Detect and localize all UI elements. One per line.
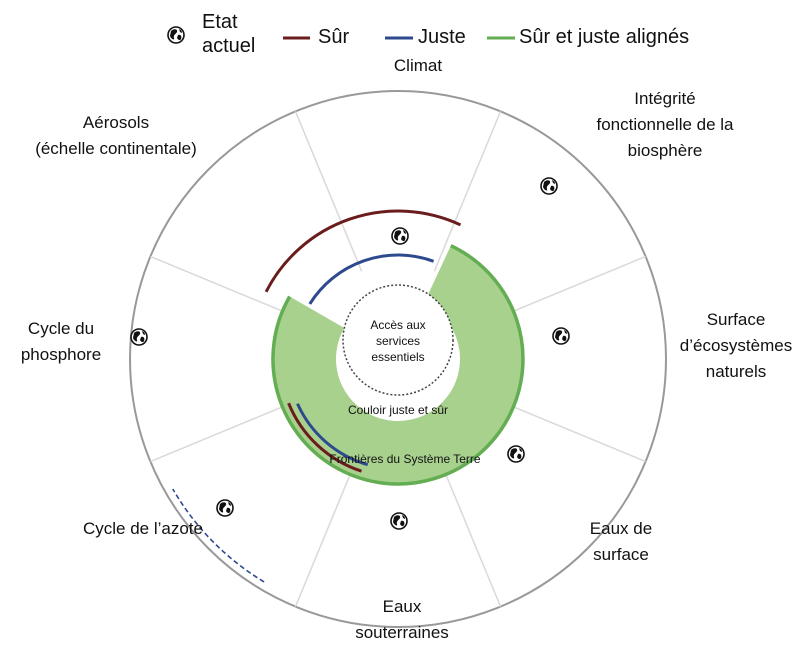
safe-boundary-arc-top (264, 209, 462, 293)
legend-current-state-label: Etat actuel (202, 11, 256, 57)
outer-circle (129, 90, 667, 628)
domain-label-eaux-surface: Eaux de surface (589, 519, 653, 564)
legend-aligned-label: Sûr et juste alignés (519, 26, 690, 48)
domain-divider-line (294, 111, 363, 272)
domain-label-eaux-souterraines: Eaux souterraines (355, 597, 449, 642)
domain-label-biosphere: Intégrité fonctionnelle de la biosphère (596, 89, 734, 160)
aligned-safe-just-area (272, 245, 523, 484)
legend-current-state-icon (167, 26, 185, 44)
domain-label-ecosystemes: Surface d’écosystèmes naturels (679, 310, 793, 381)
domain-label-aerosols: Aérosols (échelle continentale) (35, 113, 197, 158)
just-boundary-arc-top (308, 253, 435, 305)
corridor-label: Couloir juste et sûr (347, 403, 449, 417)
domain-label-phosphore: Cycle du phosphore (20, 319, 102, 364)
current-state-ecosystemes-icon (552, 327, 570, 345)
domain-divider-line (433, 111, 502, 272)
current-state-biosphere-icon (540, 177, 558, 195)
aligned-boundary-line (271, 244, 525, 486)
just-boundary-dashed-nitrogen (172, 488, 265, 583)
domain-label-climat: Climat (393, 56, 443, 75)
current-state-phosphore-icon (130, 328, 148, 346)
legend-safe-label: Sûr (318, 26, 350, 48)
just-boundary-arc-bottom (296, 403, 369, 467)
legend-just-label: Juste (418, 26, 466, 48)
essential-services-label: Accès aux services essentiels (370, 318, 426, 364)
current-state-eaux-souterraines-icon (390, 512, 408, 530)
current-state-eaux-surface-icon (507, 445, 525, 463)
earth-boundaries-label: Frontières du Système Terre (329, 452, 481, 466)
safe-boundary-arc-bottom (287, 402, 362, 473)
current-state-azote-icon (216, 499, 234, 517)
essential-services-circle (342, 284, 454, 396)
domain-label-azote: Cycle de l’azote (82, 519, 203, 538)
current-state-climat-icon (391, 227, 409, 245)
